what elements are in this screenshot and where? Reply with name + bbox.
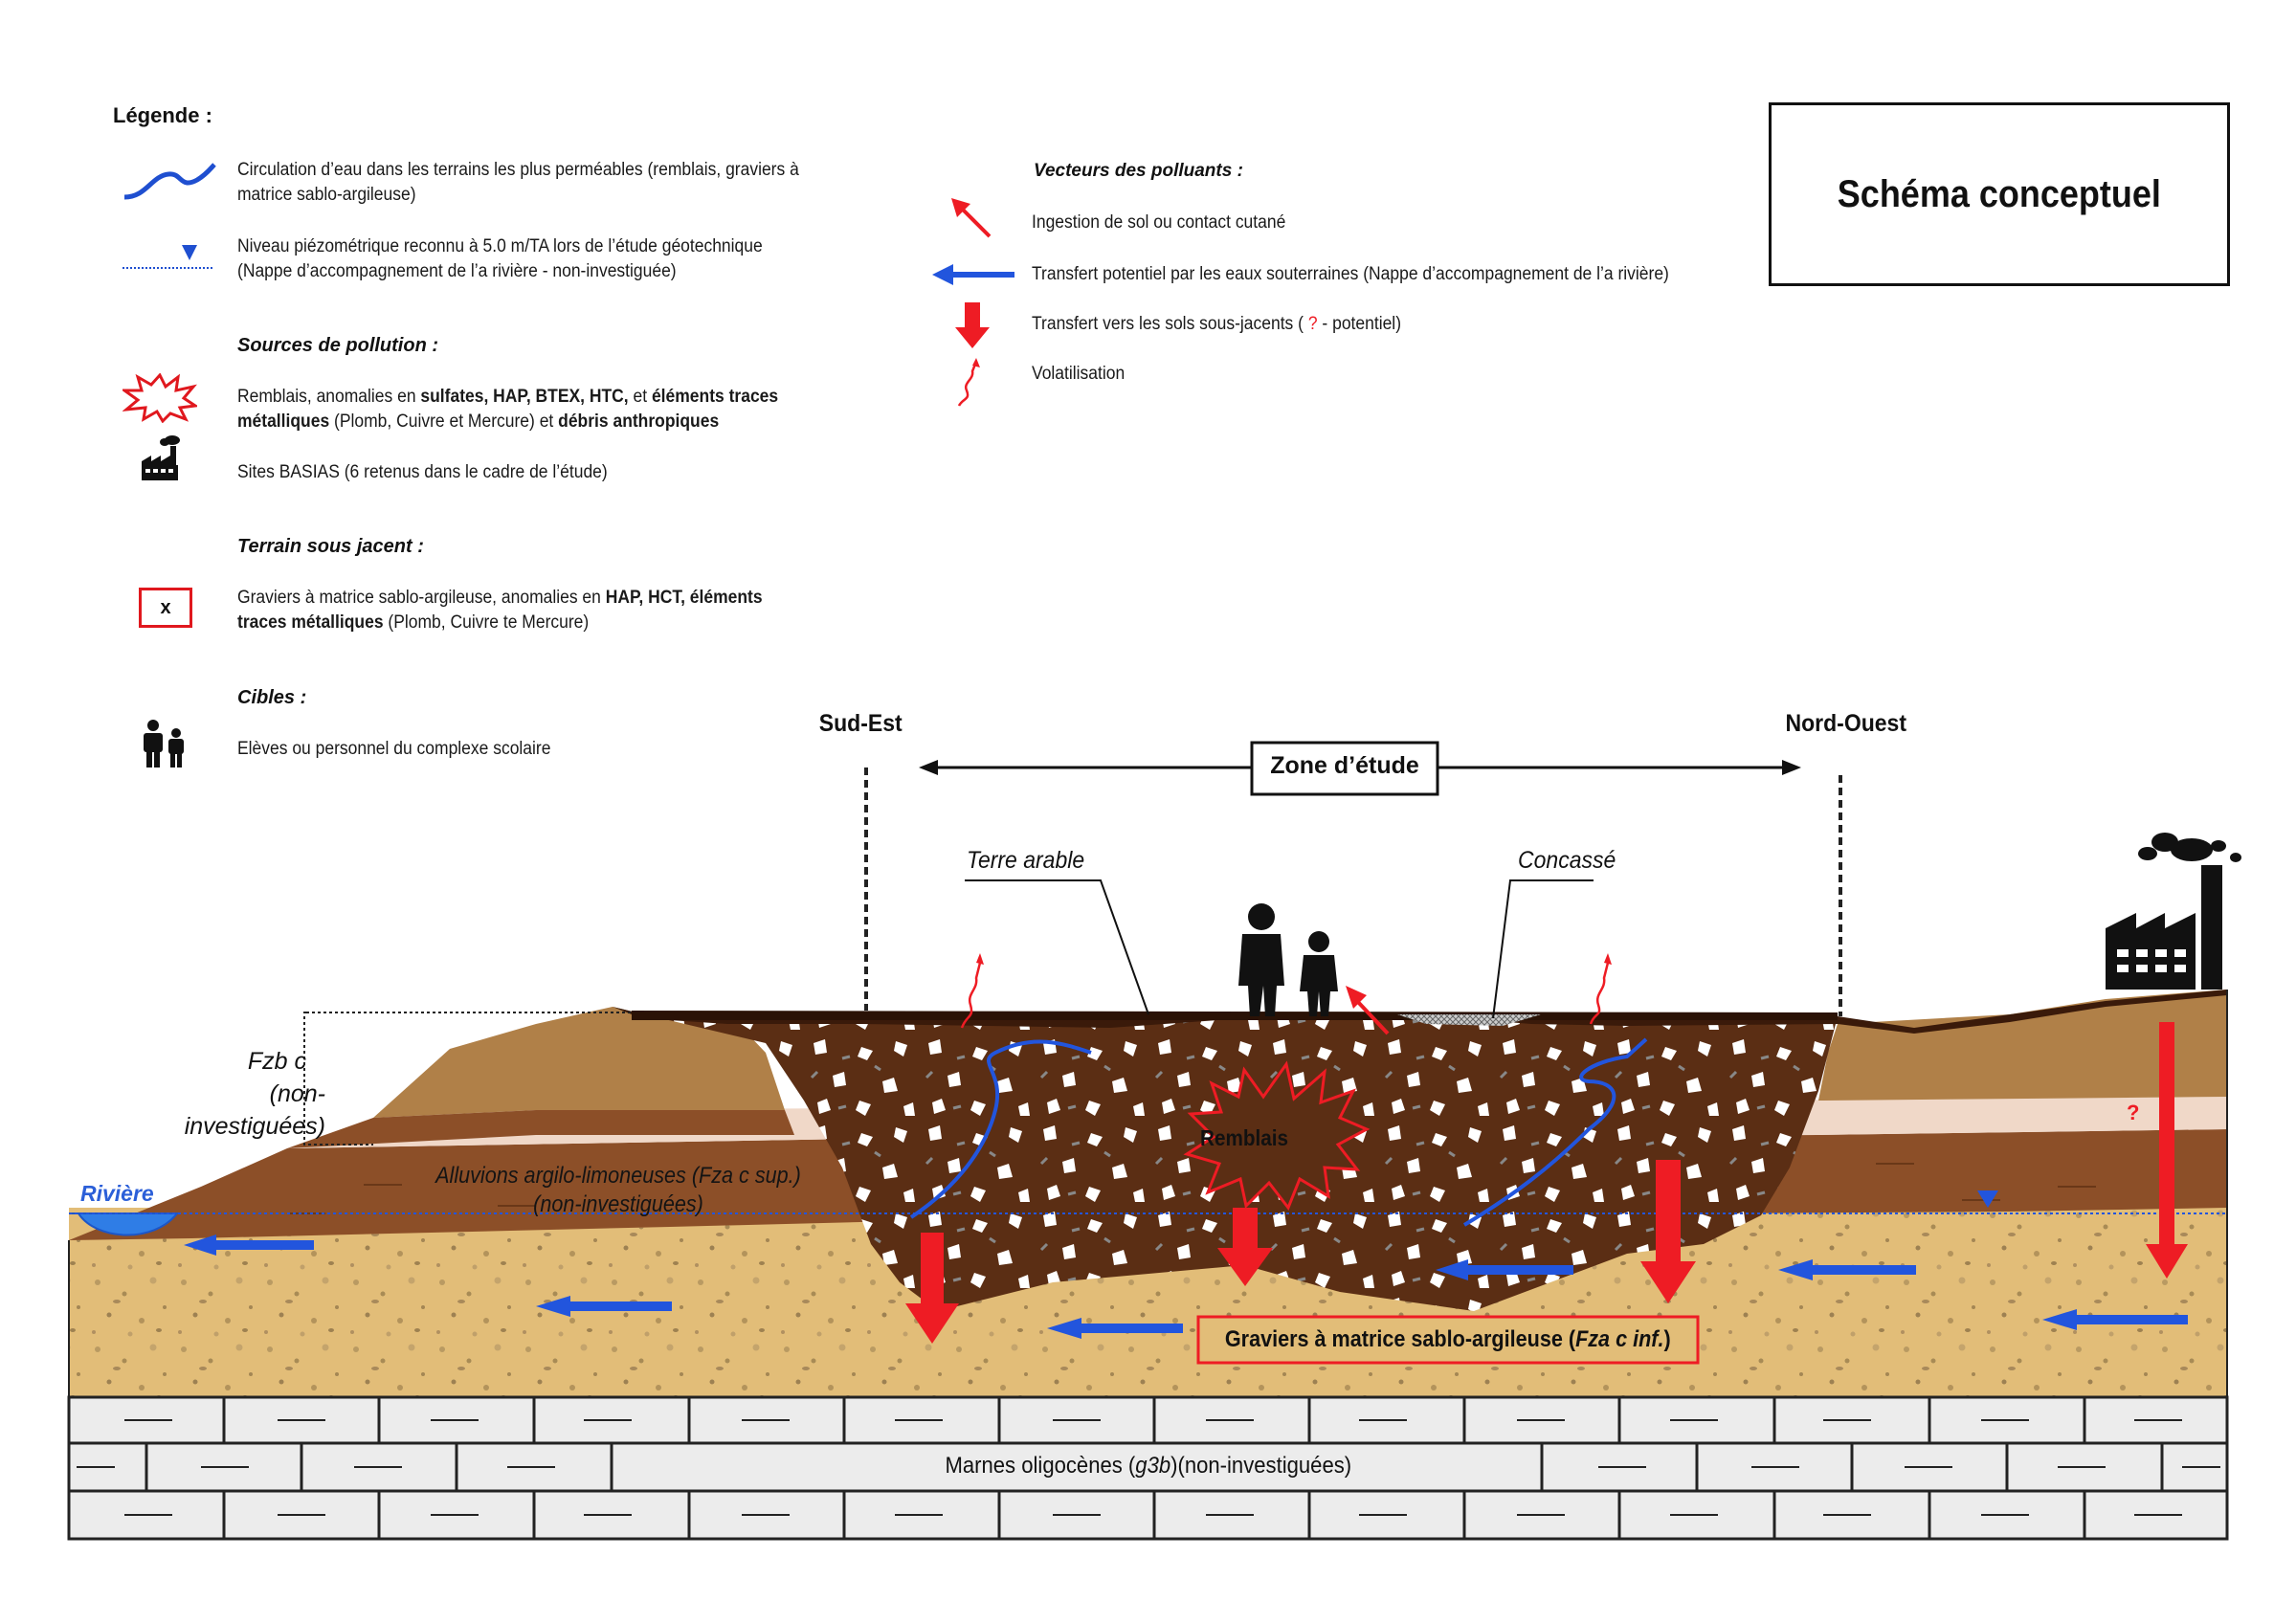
- students-figure: [1238, 903, 1338, 1016]
- soil-transfer-arrow-icon: [955, 302, 990, 348]
- ingestion-arrow-icon: [951, 198, 992, 238]
- pollution-burst-icon: [123, 373, 197, 423]
- legend-piezo-line2: (Nappe d’accompagnement de l’a rivière -…: [237, 261, 677, 281]
- legend-ingestion: Ingestion de sol ou contact cutané: [1032, 212, 1286, 233]
- legend-terrain-heading: Terrain sous jacent :: [237, 536, 424, 557]
- legend-transfert-sols: Transfert vers les sols sous-jacents ( ?…: [1032, 314, 1402, 334]
- legend-cibles: Elèves ou personnel du complexe scolaire: [237, 739, 551, 759]
- page-title: Schéma conceptuel: [1837, 172, 2162, 215]
- legend-basias: Sites BASIAS (6 retenus dans le cadre de…: [237, 462, 608, 482]
- legend-remblais-line2: métalliques (Plomb, Cuivre et Mercure) e…: [237, 412, 720, 432]
- water-circulation-icon: [123, 163, 216, 200]
- legend-volatilisation: Volatilisation: [1032, 364, 1126, 384]
- question-mark: ?: [2127, 1101, 2140, 1124]
- volatilisation-icon: [957, 358, 980, 407]
- factory-site: [2106, 833, 2241, 990]
- label-riviere: Rivière: [80, 1181, 154, 1206]
- label-alluvions: Alluvions argilo-limoneuses (Fza c sup.)…: [435, 1163, 801, 1217]
- title-box: Schéma conceptuel: [1769, 102, 2230, 286]
- legend-piezo-line1: Niveau piézométrique reconnu à 5.0 m/TA …: [237, 236, 763, 256]
- legend-sources-heading: Sources de pollution :: [237, 335, 439, 356]
- legend-graviers-line1: Graviers à matrice sablo-argileuse, anom…: [237, 588, 763, 608]
- people-icon: [144, 720, 184, 768]
- label-zone-etude: Zone d’étude: [1270, 752, 1419, 779]
- label-graviers: Graviers à matrice sablo-argileuse (Fza …: [1225, 1326, 1671, 1352]
- piezometric-level-icon: [123, 245, 214, 269]
- legend-cibles-heading: Cibles :: [237, 687, 307, 708]
- label-nord-ouest: Nord-Ouest: [1785, 710, 1907, 737]
- factory-icon: [142, 435, 180, 480]
- legend-water-line1: Circulation d’eau dans les terrains les …: [237, 160, 799, 180]
- legend-remblais-line1: Remblais, anomalies en sulfates, HAP, BT…: [237, 387, 779, 407]
- groundwater-arrow-icon: [932, 264, 1014, 285]
- label-terre-arable: Terre arable: [967, 847, 1085, 874]
- legend-heading: Légende :: [113, 103, 212, 127]
- label-concasse: Concassé: [1518, 847, 1616, 874]
- label-fzb: Fzb c(non-investiguées): [184, 1048, 325, 1140]
- anomaly-marker-icon: x: [139, 588, 192, 628]
- label-remblais: Remblais: [1200, 1125, 1289, 1150]
- label-sud-est: Sud-Est: [818, 710, 903, 737]
- label-marnes: Marnes oligocènes (g3b)(non-investiguées…: [69, 1453, 2227, 1479]
- legend-vecteurs-heading: Vecteurs des polluants :: [1034, 161, 1243, 181]
- legend-graviers-line2: traces métalliques (Plomb, Cuivre te Mer…: [237, 612, 590, 633]
- legend-transfert-eaux: Transfert potentiel par les eaux souterr…: [1032, 264, 1669, 284]
- legend-water-line2: matrice sablo-argileuse): [237, 185, 416, 205]
